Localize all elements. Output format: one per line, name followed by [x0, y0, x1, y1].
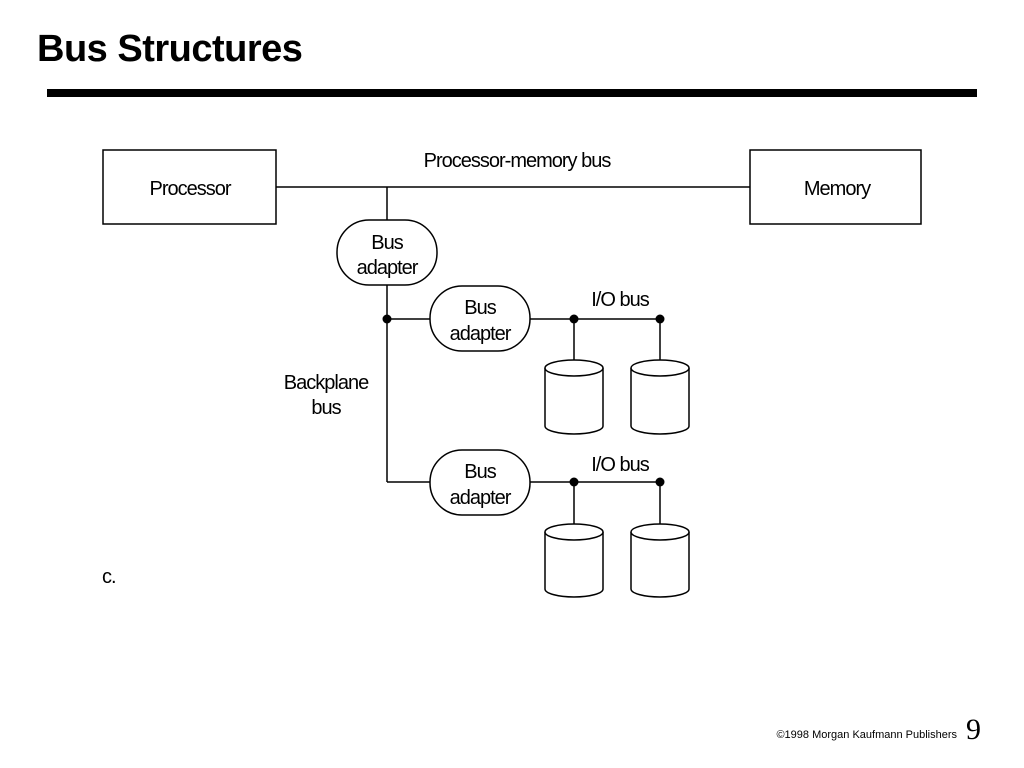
slide-title: Bus Structures: [37, 28, 303, 70]
disk-icon: [544, 523, 604, 598]
disk-icon: [630, 359, 690, 435]
memory-box: [749, 149, 922, 225]
processor-memory-bus-label: Processor-memory bus: [424, 150, 612, 172]
memory-label: Memory: [804, 178, 871, 200]
bus-adapter-top-line2: adapter: [357, 257, 419, 279]
disk-icon: [544, 359, 604, 435]
page-number: 9: [966, 713, 981, 746]
bus-adapter-lower-line1: Bus: [464, 461, 496, 483]
bus-adapter-top-line1: Bus: [371, 232, 403, 254]
title-rule: [47, 89, 977, 97]
processor-label: Processor: [149, 178, 231, 200]
bus-adapter-middle-line1: Bus: [464, 297, 496, 319]
copyright-footer: ©1998 Morgan Kaufmann Publishers: [776, 729, 957, 741]
disk-icon: [630, 523, 690, 598]
bus-adapter-lower-line2: adapter: [450, 487, 512, 509]
backplane-bus-label-line2: bus: [311, 397, 341, 419]
figure-caption: c.: [102, 566, 116, 588]
bus-adapter-middle-line2: adapter: [450, 323, 512, 345]
io-bus-lower-label: I/O bus: [591, 454, 649, 476]
processor-box: [102, 149, 277, 225]
io-bus-upper-label: I/O bus: [591, 289, 649, 311]
backplane-bus-label-line1: Backplane: [284, 372, 369, 394]
